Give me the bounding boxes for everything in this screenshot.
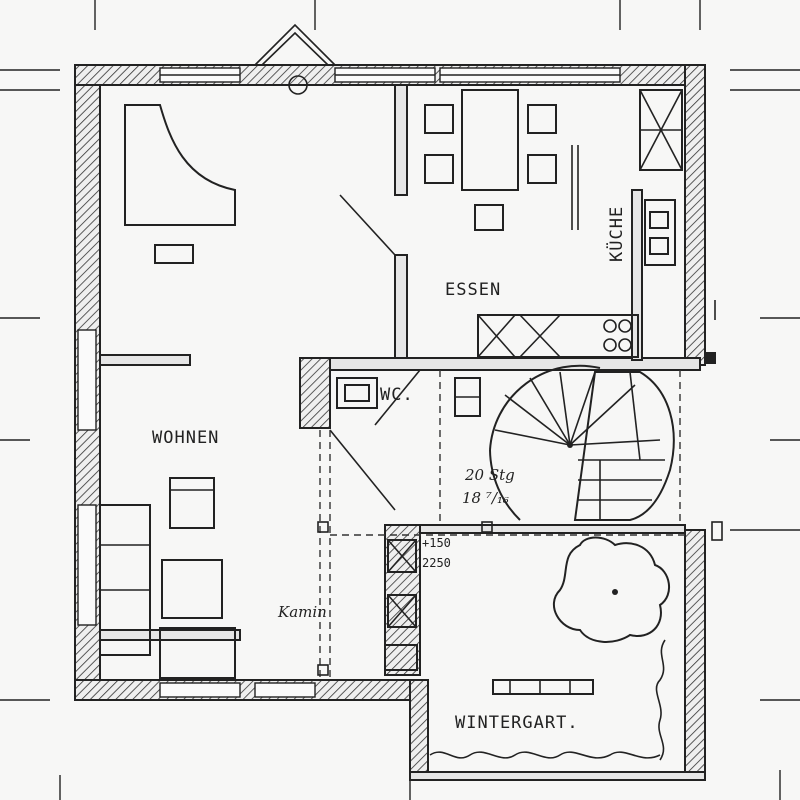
dashed-outlines	[319, 370, 685, 680]
wc-fixtures	[336, 377, 481, 417]
spiral-stair	[489, 364, 675, 521]
room-label-kueche: KÜCHE	[605, 206, 627, 262]
height-label-1: +150	[422, 536, 451, 550]
living-furniture	[99, 477, 236, 679]
entrance-gable	[254, 23, 336, 95]
dining-set	[424, 89, 579, 231]
height-label-2: 2250	[422, 556, 451, 570]
stair-steps-label: 20 Stg	[464, 466, 515, 484]
wall-ticks	[317, 300, 723, 676]
room-label-wintergarten: WINTERGART.	[455, 713, 579, 733]
fireplace	[384, 539, 418, 671]
doors	[329, 194, 421, 511]
room-labels: WOHNEN ESSEN KÜCHE WC. Kamin WINTERGART.…	[152, 206, 627, 733]
winter-garden	[429, 536, 670, 761]
room-label-kamin: Kamin	[277, 603, 327, 621]
windows	[77, 67, 621, 698]
interior-walls	[99, 84, 701, 676]
piano-furniture	[124, 104, 236, 264]
room-label-wc: WC.	[380, 385, 414, 405]
kitchen-counters	[477, 89, 683, 358]
room-label-wohnen: WOHNEN	[152, 428, 219, 448]
room-label-essen: ESSEN	[445, 280, 501, 300]
stair-riser-label: 18 ⁷/₁₆	[462, 489, 509, 507]
